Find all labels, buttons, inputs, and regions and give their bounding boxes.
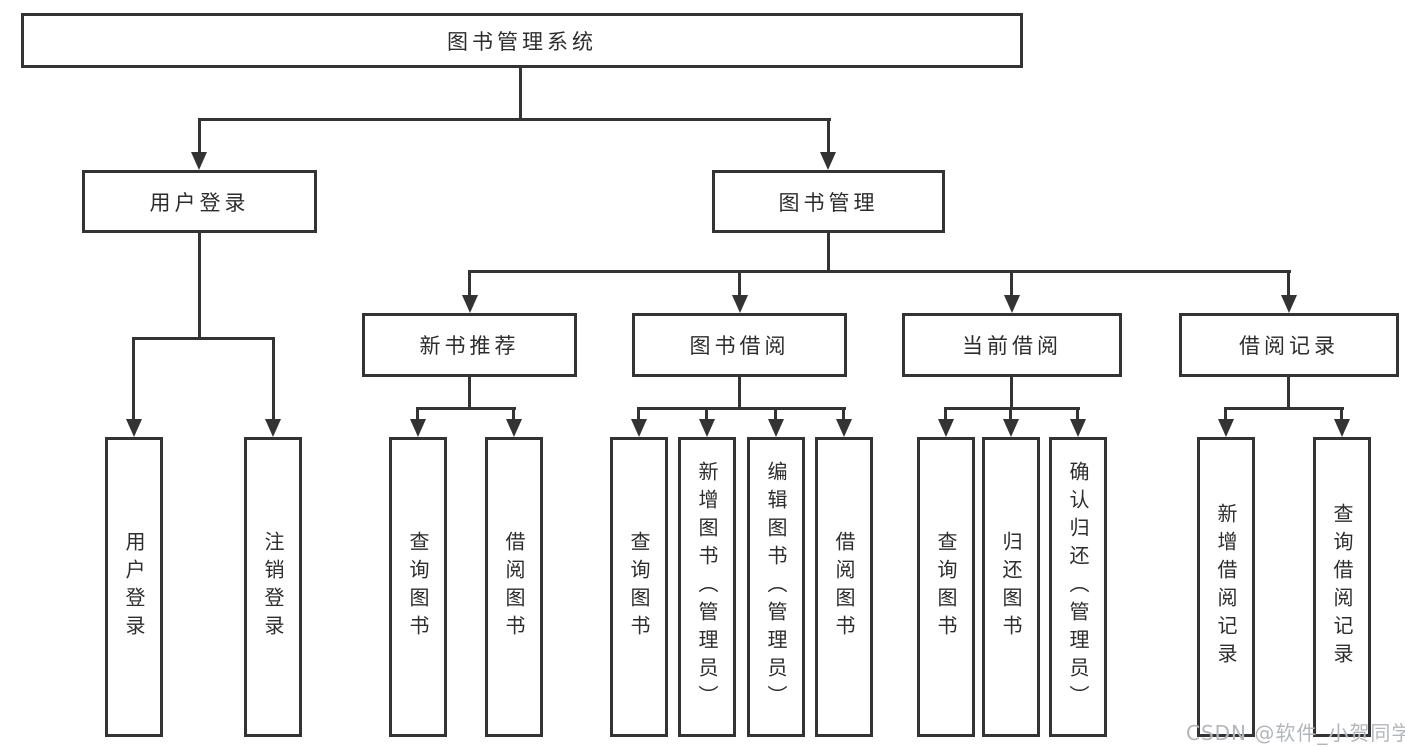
connector <box>132 337 135 419</box>
leaf-return-books-label: 归还图书 <box>999 531 1023 643</box>
connector <box>1076 407 1079 419</box>
arrow-down-icon <box>820 152 836 170</box>
connector <box>512 407 515 419</box>
leaf-logout: 注销登录 <box>244 437 302 737</box>
connector <box>944 407 1080 410</box>
connector <box>1010 270 1013 295</box>
leaf-query-books-1: 查询图书 <box>389 437 447 737</box>
connector <box>637 407 846 410</box>
arrow-down-icon <box>938 419 954 437</box>
connector <box>416 407 516 410</box>
node-new-book-recommend-label: 新书推荐 <box>419 334 520 358</box>
connector <box>132 337 275 340</box>
node-borrow-records: 借阅记录 <box>1179 313 1399 377</box>
leaf-edit-books-admin: 编辑图书（管理员） <box>747 437 805 737</box>
node-new-book-recommend: 新书推荐 <box>362 313 577 377</box>
arrow-down-icon <box>732 295 748 313</box>
connector <box>738 270 741 295</box>
leaf-edit-books-admin-label: 编辑图书（管理员） <box>764 461 788 713</box>
arrow-down-icon <box>462 295 478 313</box>
connector <box>827 118 830 152</box>
arrow-down-icon <box>1218 419 1234 437</box>
connector <box>272 337 275 419</box>
arrow-down-icon <box>126 419 142 437</box>
connector <box>842 407 845 419</box>
connector <box>468 270 471 295</box>
arrow-down-icon <box>191 152 207 170</box>
leaf-logout-label: 注销登录 <box>261 531 285 643</box>
leaf-borrow-books-2: 借阅图书 <box>815 437 873 737</box>
node-book-management: 图书管理 <box>712 170 945 233</box>
leaf-user-login: 用户登录 <box>105 437 163 737</box>
node-current-borrow-label: 当前借阅 <box>962 334 1062 358</box>
csdn-watermark: CSDN @软件_小贺同学 <box>1186 721 1405 745</box>
connector <box>1287 377 1290 407</box>
node-user-login-label: 用户登录 <box>149 190 250 215</box>
connector <box>705 407 708 419</box>
leaf-add-borrow-record-label: 新增借阅记录 <box>1214 503 1238 671</box>
connector <box>198 118 201 152</box>
connector <box>468 377 471 407</box>
node-book-borrow-label: 图书借阅 <box>689 334 790 358</box>
leaf-confirm-return-admin: 确认归还（管理员） <box>1049 437 1107 737</box>
connector <box>416 407 419 419</box>
arrow-down-icon <box>768 419 784 437</box>
arrow-down-icon <box>506 419 522 437</box>
connector <box>519 68 522 118</box>
arrow-down-icon <box>631 419 647 437</box>
leaf-add-books-admin: 新增图书（管理员） <box>678 437 736 737</box>
connector <box>944 407 947 419</box>
connector <box>637 407 640 419</box>
leaf-add-borrow-record: 新增借阅记录 <box>1197 437 1255 737</box>
leaf-borrow-books-1-label: 借阅图书 <box>502 531 526 643</box>
leaf-query-books-2: 查询图书 <box>610 437 668 737</box>
node-book-borrow: 图书借阅 <box>632 313 847 377</box>
connector <box>774 407 777 419</box>
connector <box>1287 270 1290 295</box>
connector <box>1340 407 1343 419</box>
leaf-query-books-1-label: 查询图书 <box>406 531 430 643</box>
leaf-user-login-label: 用户登录 <box>122 531 146 643</box>
node-book-management-label: 图书管理 <box>778 190 879 215</box>
leaf-query-borrow-record-label: 查询借阅记录 <box>1330 503 1354 671</box>
node-root: 图书管理系统 <box>21 13 1023 68</box>
connector <box>1010 377 1013 407</box>
arrow-down-icon <box>1070 419 1086 437</box>
leaf-borrow-books-2-label: 借阅图书 <box>832 531 856 643</box>
connector <box>1224 407 1227 419</box>
arrow-down-icon <box>1334 419 1350 437</box>
connector <box>198 233 201 337</box>
arrow-down-icon <box>1004 295 1020 313</box>
node-user-login: 用户登录 <box>82 170 317 233</box>
leaf-return-books: 归还图书 <box>982 437 1040 737</box>
leaf-borrow-books-1: 借阅图书 <box>485 437 543 737</box>
connector <box>738 377 741 407</box>
connector <box>1009 407 1012 419</box>
node-root-label: 图书管理系统 <box>447 29 597 54</box>
arrow-down-icon <box>1281 295 1297 313</box>
leaf-query-books-3-label: 查询图书 <box>934 531 958 643</box>
arrow-down-icon <box>265 419 281 437</box>
leaf-query-books-3: 查询图书 <box>917 437 975 737</box>
node-borrow-records-label: 借阅记录 <box>1239 334 1339 358</box>
leaf-add-books-admin-label: 新增图书（管理员） <box>695 461 719 713</box>
arrow-down-icon <box>410 419 426 437</box>
connector <box>827 233 830 270</box>
connector <box>468 270 1291 273</box>
arrow-down-icon <box>1003 419 1019 437</box>
node-current-borrow: 当前借阅 <box>902 313 1122 377</box>
arrow-down-icon <box>699 419 715 437</box>
connector <box>198 118 831 121</box>
leaf-query-books-2-label: 查询图书 <box>627 531 651 643</box>
leaf-confirm-return-admin-label: 确认归还（管理员） <box>1066 461 1090 713</box>
leaf-query-borrow-record: 查询借阅记录 <box>1313 437 1371 737</box>
arrow-down-icon <box>836 419 852 437</box>
connector <box>1224 407 1344 410</box>
